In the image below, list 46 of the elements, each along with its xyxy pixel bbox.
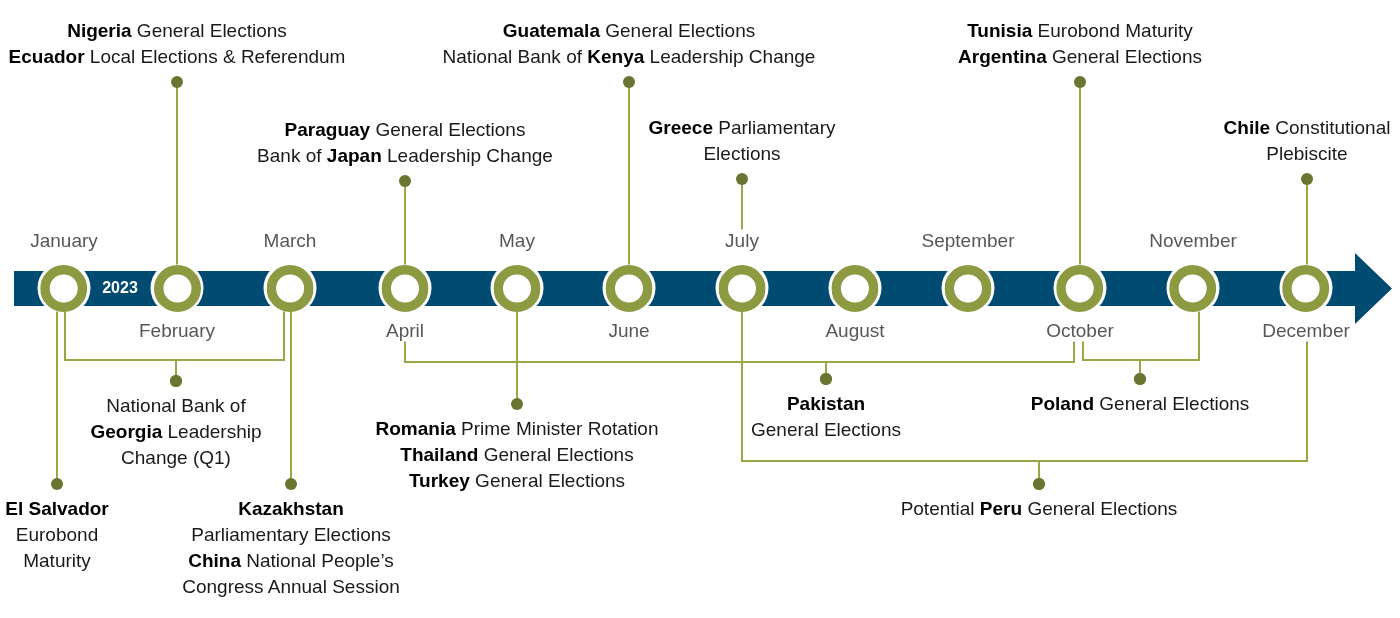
connector-line [399,175,411,266]
connector-line [51,310,63,490]
connector-line [170,310,285,387]
event-text: Tunisia Eurobond Maturity [966,19,1194,43]
event-text: El Salvador Eurobond Maturity [4,497,110,573]
event-text: Romania Prime Minister Rotation [375,417,659,441]
connector-line [736,173,748,231]
year-label: 2023 [102,279,138,297]
event-text: Greece Parliamentary Elections [647,116,837,166]
event-text: Kazakhstan Parliamentary Elections [190,497,392,547]
month-label: December [1262,319,1350,342]
connector-line [1301,173,1313,266]
event-text: National Bank of Kenya Leadership Change [442,45,816,69]
month-label: February [139,319,215,342]
event-text: Ecuador Local Elections & Referendum [8,45,346,69]
event-text: Chile Constitutional Plebiscite [1222,116,1392,166]
event-text: Guatemala General Elections [501,19,757,43]
event-text: Turkey General Elections [407,469,627,493]
event-text: Thailand General Elections [399,443,635,467]
connector-line [623,76,635,266]
event-text: Poland General Elections [1030,392,1250,416]
month-label: July [725,229,759,252]
month-label: April [386,319,424,342]
month-label: June [608,319,650,342]
month-label: May [499,229,535,252]
event-text: Pakistan General Elections [750,392,902,442]
month-label: November [1149,229,1237,252]
event-text: Bank of Japan Leadership Change [257,144,553,168]
connector-line [1033,340,1308,490]
connector-line [285,310,297,490]
connector-line [511,310,523,410]
connector-line [1134,310,1200,385]
connector-line [820,340,1075,385]
month-label: August [825,319,885,342]
month-label: September [921,229,1015,252]
event-text: China National People’s Congress Annual Session [181,549,401,599]
month-label: January [30,229,98,252]
month-label: March [263,229,317,252]
connector-line [1074,76,1086,266]
event-text: Nigeria General Elections [66,19,288,43]
connector-line [171,76,183,266]
event-text: Argentina General Elections [958,45,1202,69]
month-label: October [1046,319,1114,342]
event-text: Potential Peru General Elections [900,497,1178,521]
event-text: National Bank of Georgia Leadership Change (Q1) [89,394,263,470]
event-text: Paraguay General Elections [283,118,527,142]
